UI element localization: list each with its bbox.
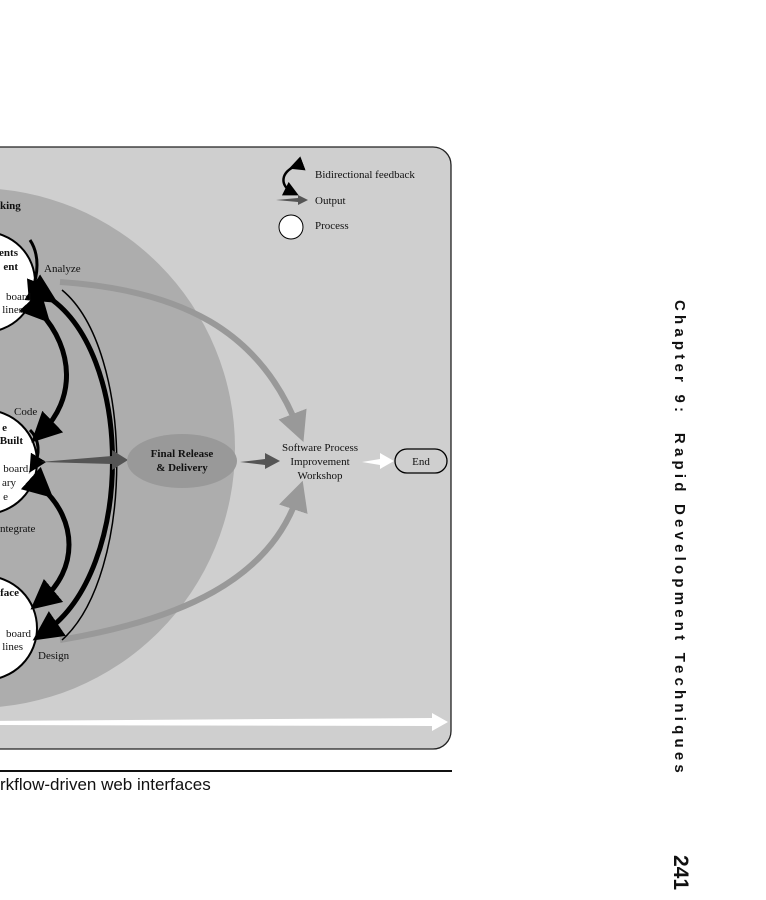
process-title: ents xyxy=(0,247,19,259)
workshop-label: Software Process xyxy=(282,442,358,454)
final-release-label: Final Release xyxy=(151,448,214,460)
legend-label: Process xyxy=(315,220,349,232)
final-release-label: & Delivery xyxy=(156,462,208,474)
activity-code: Code xyxy=(14,406,37,418)
iteration-region xyxy=(0,188,235,708)
legend-label: Output xyxy=(315,195,346,207)
process-subtitle: ary xyxy=(2,477,17,489)
process-title: Built xyxy=(0,435,23,447)
process-subtitle: board xyxy=(6,291,32,303)
page-number: 241 xyxy=(669,855,692,891)
process-subtitle: e xyxy=(3,491,8,503)
process-subtitle: board, xyxy=(3,463,31,475)
activity-design: Design xyxy=(38,650,70,662)
end-node xyxy=(394,448,448,474)
running-header: Chapter 9: Rapid Development Techniques xyxy=(671,300,688,777)
activity-integrate: ntegrate xyxy=(0,523,36,535)
bidirectional-feedback-icon xyxy=(281,156,306,196)
process-subtitle: lines xyxy=(2,304,23,316)
workshop-label: Workshop xyxy=(298,470,343,482)
end-label: End xyxy=(412,456,430,468)
figure-caption: rkflow-driven web interfaces xyxy=(0,775,211,794)
workshop-label: Improvement xyxy=(290,456,349,468)
region-label: king xyxy=(0,200,21,212)
process-title: e xyxy=(2,422,7,434)
process-title: ent xyxy=(3,261,18,273)
process-title: face xyxy=(0,587,19,599)
final-release-node xyxy=(127,434,237,488)
process-subtitle: board xyxy=(6,628,32,640)
output-arrow-icon xyxy=(276,195,308,205)
caption-rule xyxy=(0,770,452,772)
activity-analyze: Analyze xyxy=(44,263,81,275)
process-subtitle: lines xyxy=(2,641,23,653)
legend: Bidirectional feedback Output Process xyxy=(276,156,415,240)
legend-label: Bidirectional feedback xyxy=(315,169,415,181)
process-icon xyxy=(278,214,304,240)
